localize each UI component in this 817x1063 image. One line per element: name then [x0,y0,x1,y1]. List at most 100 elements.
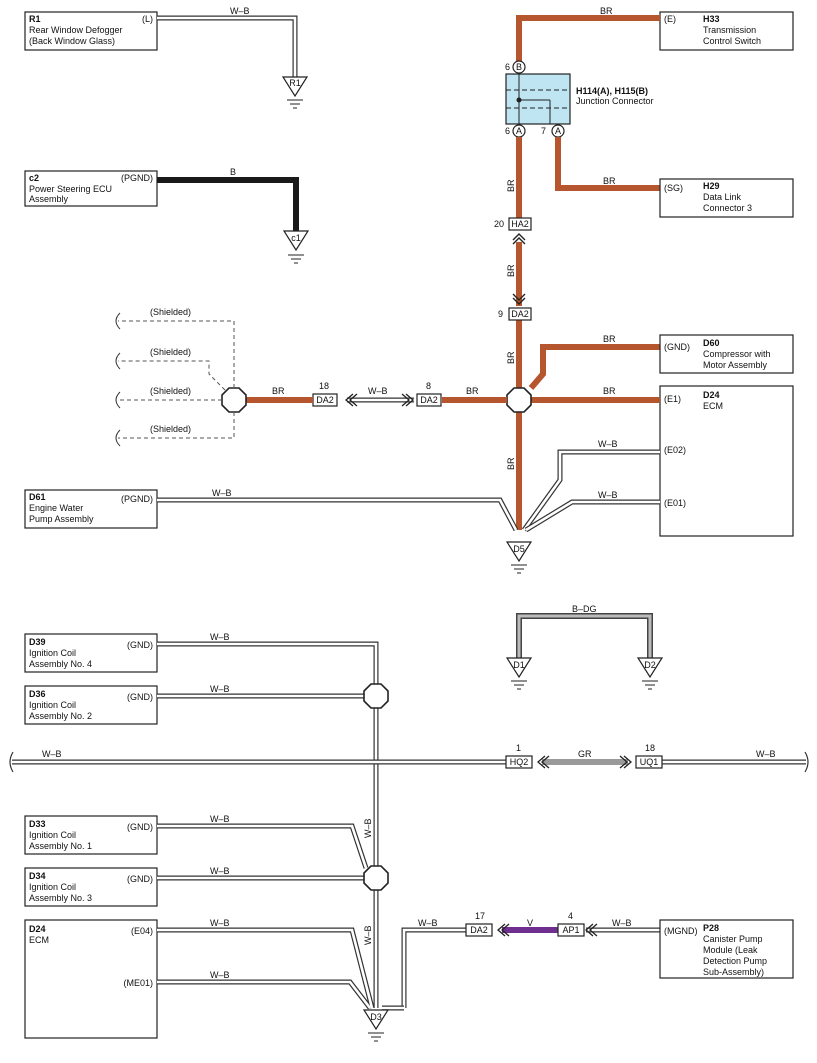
pin-label: (PGND) [121,494,153,504]
component-d39: D39 Ignition Coil Assembly No. 4 (GND) [24,633,158,673]
wire-v: V [497,918,558,937]
wire-d60: BR [528,334,660,390]
wire-gr: GR [537,749,632,769]
wire-through-line: W–B W–B [9,749,809,773]
wire-br-shield: BR [246,386,313,403]
component-code: D24 [703,390,720,400]
wire-color-label: W–B [210,970,230,980]
component-name: Module (Leak [703,945,758,955]
wire-color-label: BR [603,386,616,396]
component-h33: (E) H33 Transmission Control Switch [659,11,794,51]
component-name: Detection Pump [703,956,767,966]
wire-br-left: BR [442,386,507,403]
connector-ap1: AP1 4 [557,911,585,937]
wire-color-label: BR [506,351,516,364]
component-name: (Back Window Glass) [29,36,115,46]
wire-color-label: W–B [598,439,618,449]
component-d33: D33 Ignition Coil Assembly No. 1 (GND) [24,815,158,855]
component-code: c2 [29,173,39,183]
component-code: D24 [29,924,46,934]
junction-pin: 6 [505,62,510,72]
wire-color-label: BR [272,386,285,396]
pin-label: (PGND) [121,173,153,183]
pin-label: (GND) [127,874,153,884]
wire-color-label: B–DG [572,604,597,614]
wire-color-label: W–B [363,818,373,838]
wire-color-label: B [230,167,236,177]
wire-color-label: W–B [210,918,230,928]
connector-label: DA2 [316,395,334,405]
component-name: Compressor with [703,349,771,359]
wire-color-label: W–B [363,925,373,945]
connector-label: DA2 [470,925,488,935]
connector-label: HA2 [511,219,529,229]
wire-color-label: W–B [368,386,388,396]
wire-color-label: GR [578,749,592,759]
connector-da2-top: DA2 9 [498,293,532,321]
wire-color-label: W–B [210,814,230,824]
wire-color-label: BR [603,176,616,186]
wire-color-label: W–B [210,684,230,694]
connector-label: DA2 [511,309,529,319]
connector-pin: 9 [498,309,503,319]
component-code: D36 [29,689,46,699]
component-name: Power Steering ECU [29,184,112,194]
component-name: Assembly No. 4 [29,659,92,669]
component-code: R1 [29,14,41,24]
shielded-label: (Shielded) [150,386,191,396]
ground-label: D5 [513,544,525,554]
wire-color-label: BR [506,179,516,192]
connector-hq2: HQ2 1 [505,743,533,769]
component-name: Assembly No. 3 [29,893,92,903]
ground-d1: D1 [505,657,533,690]
splice-shielded [221,387,247,413]
pin-label: (E04) [131,926,153,936]
component-d24-ecm-bottom: D24 ECM (E04) (ME01) [24,919,158,1039]
component-h29: (SG) H29 Data Link Connector 3 [659,178,794,218]
pin-label: (E1) [664,394,681,404]
component-code: H29 [703,181,720,191]
connector-label: HQ2 [510,757,529,767]
component-code: D60 [703,338,720,348]
component-code: D61 [29,492,46,502]
pin-label: (GND) [127,640,153,650]
connector-label: DA2 [420,395,438,405]
connector-pin: 1 [516,743,521,753]
component-name: Data Link [703,192,742,202]
splice-ignition-lower [363,865,389,891]
connector-label: UQ1 [640,757,659,767]
pin-label: (E02) [664,445,686,455]
wire-h33-junction: BR [516,6,660,62]
component-name: Ignition Coil [29,700,76,710]
pin-label: (GND) [664,342,690,352]
ground-label: R1 [289,78,301,88]
wire-d61-d5: W–B [157,488,519,532]
component-name: Engine Water [29,503,83,513]
component-d36: D36 Ignition Coil Assembly No. 2 (GND) [24,685,158,725]
junction-title: H114(A), H115(B) [576,86,648,96]
pin-label: (L) [142,14,153,24]
component-d60: (GND) D60 Compressor with Motor Assembly [659,334,794,374]
ground-d2: D2 [636,657,664,690]
wire-junction-h29: BR [555,137,660,191]
wire-color-label: W–B [612,918,632,928]
ground-c1: c1 [282,230,310,264]
component-code: D39 [29,637,46,647]
wire-ap1-p28: W–B [585,918,660,937]
wire-color-label: W–B [418,918,438,928]
wire-color-label: BR [603,334,616,344]
connector-da2-right: DA2 8 [416,381,442,407]
component-name: Assembly [29,194,69,204]
wire-color-label: W–B [598,490,618,500]
wire-color-label: V [527,918,533,928]
wire-ignition-grounds: W–B W–B W–B W–B W–B W–B W–B W–B W–B [157,632,466,1011]
connector-pin: 20 [494,219,504,229]
component-name: Pump Assembly [29,514,94,524]
connector-pin: 17 [475,911,485,921]
pin-label: (MGND) [664,926,698,936]
component-p28: (MGND) P28 Canister Pump Module (Leak De… [659,919,794,979]
ground-r1: R1 [281,76,309,109]
component-code: H33 [703,14,720,24]
wire-color-label: BR [600,6,613,16]
